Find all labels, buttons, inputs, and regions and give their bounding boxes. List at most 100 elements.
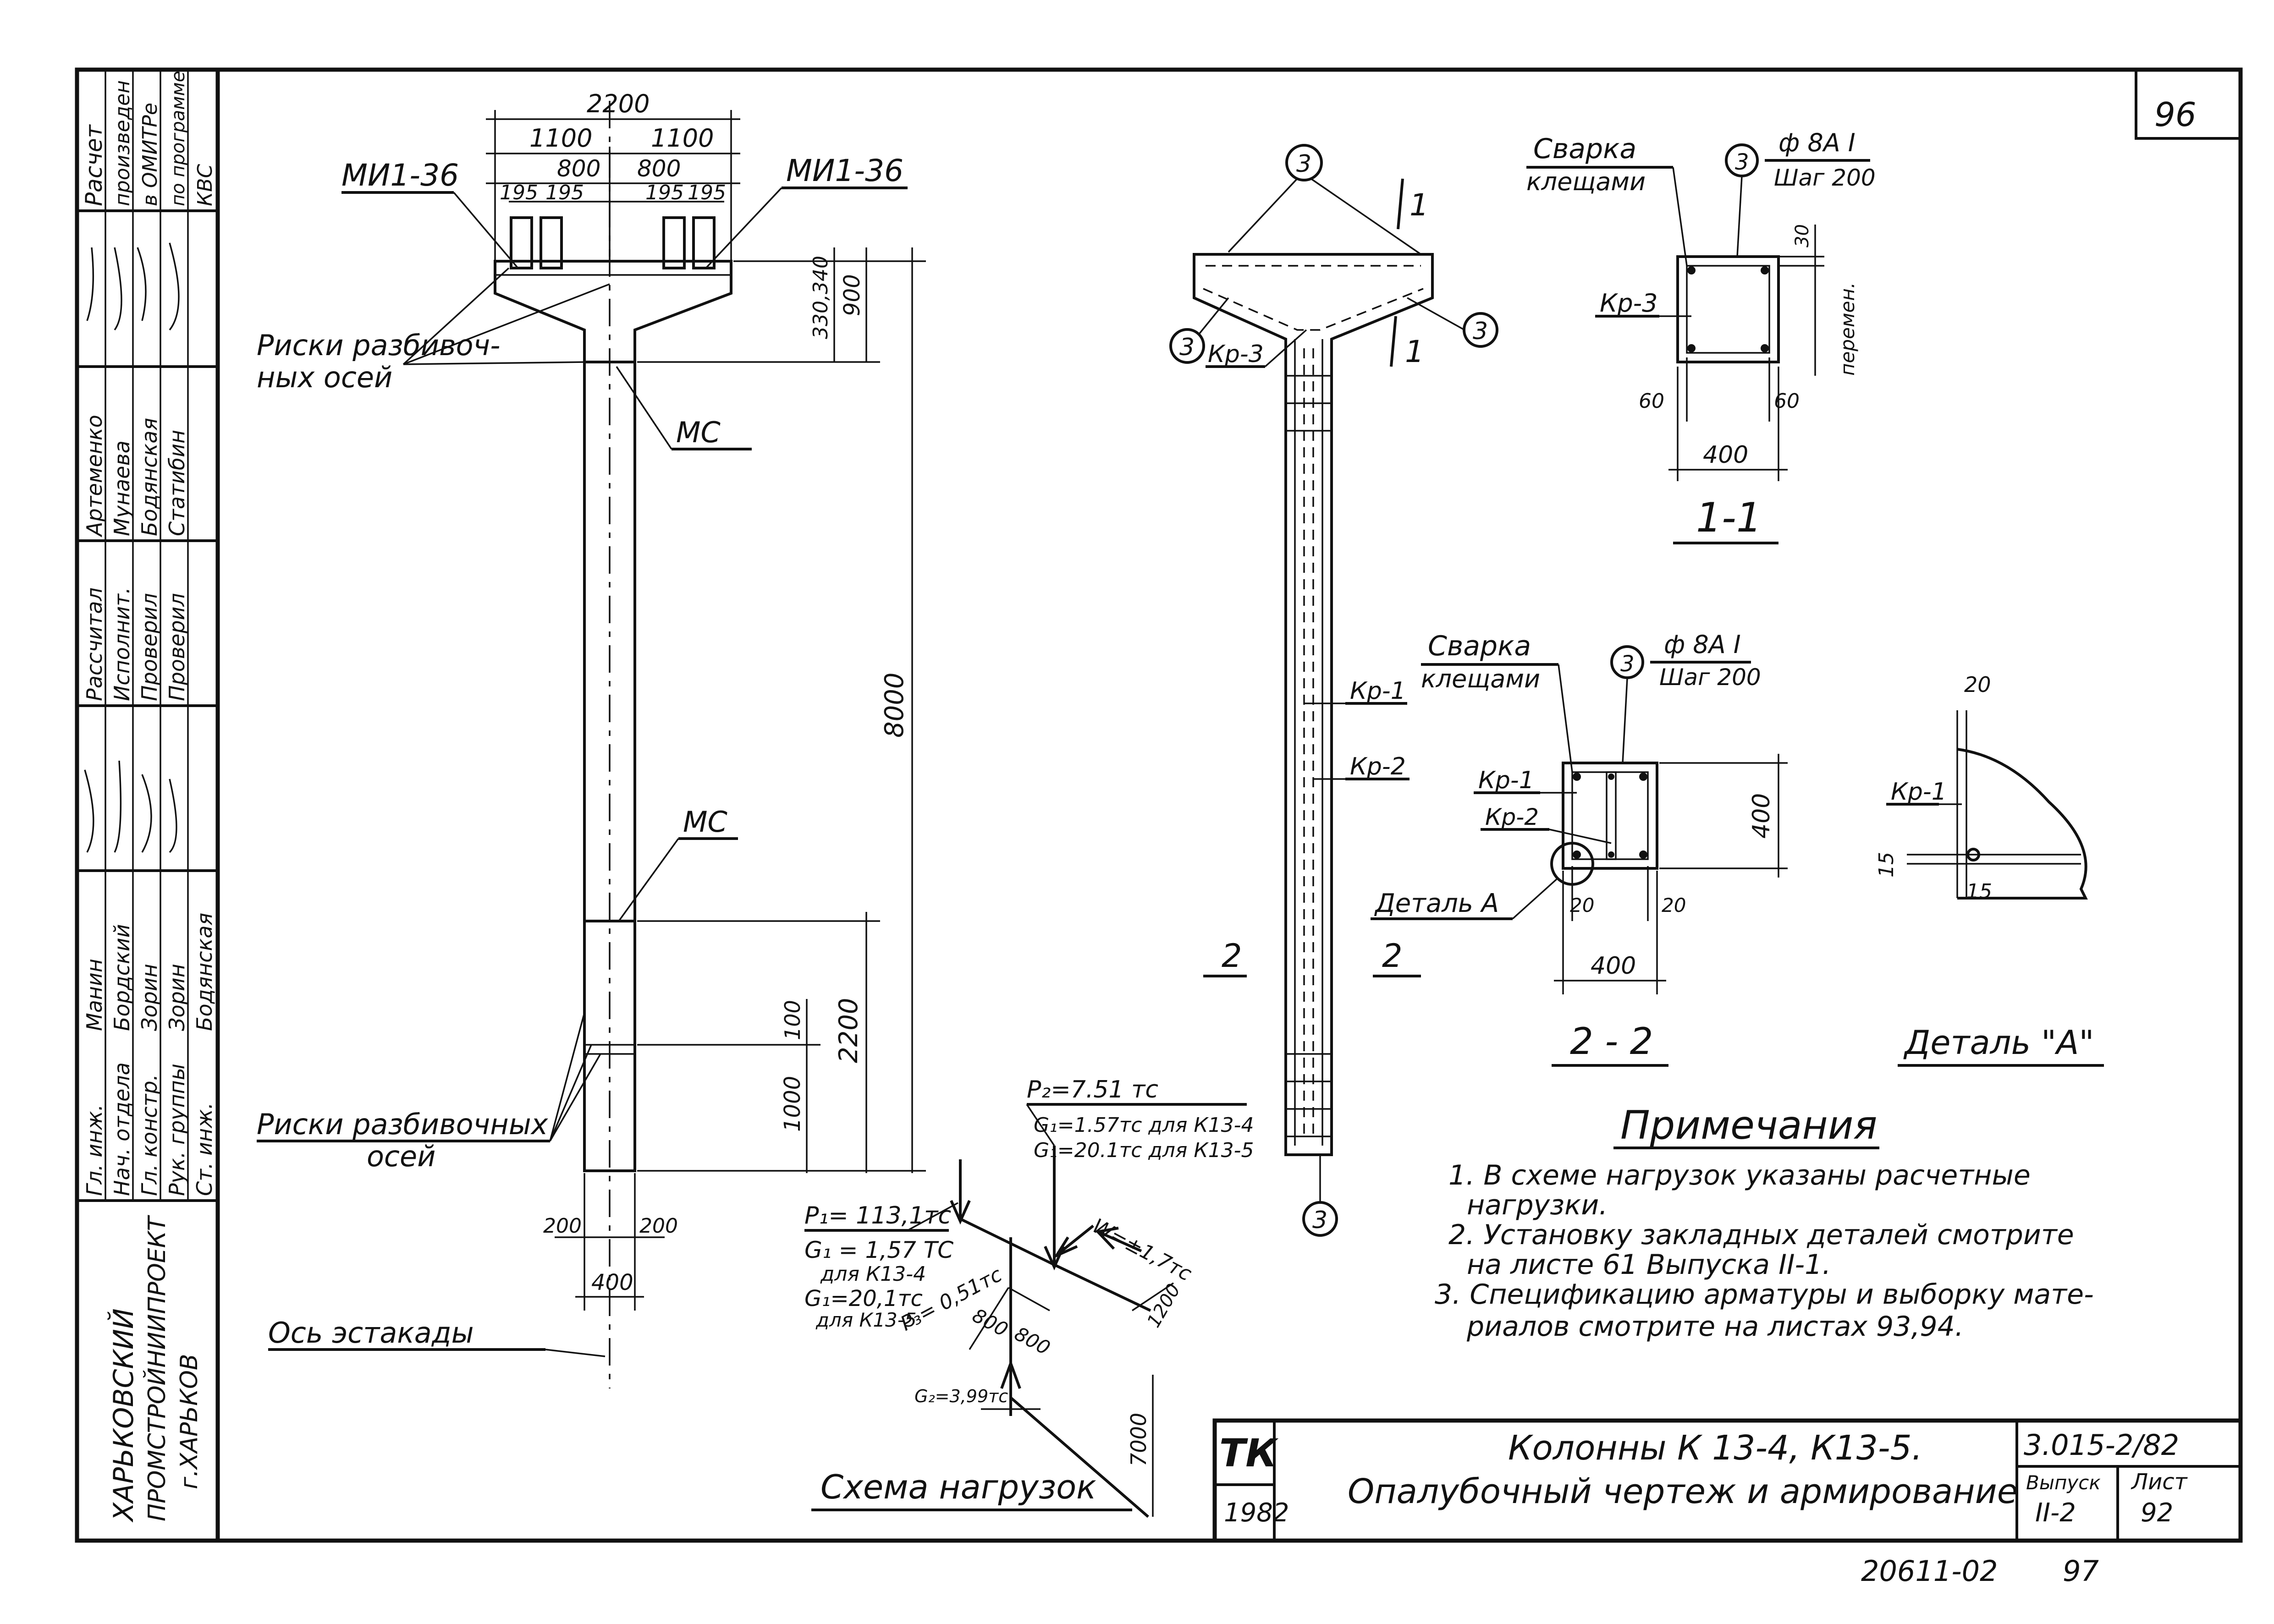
label-risks-top-1: Риски разбивоч- xyxy=(257,329,501,362)
s11-bar: ф 8А I xyxy=(1778,128,1856,157)
left-strip: Расчет произведен в ОМИТРе по программе … xyxy=(77,70,218,1523)
s22-weld-2: клещами xyxy=(1421,664,1540,693)
outer-frame xyxy=(75,67,2243,1543)
note-line-1: 1. В схеме нагрузок указаны расчетные xyxy=(1448,1159,2031,1191)
label-risks-top-2: ных осей xyxy=(257,361,392,394)
dim-8000: 8000 xyxy=(880,672,909,738)
detail-title: Деталь "А" xyxy=(1903,1023,2094,1062)
load-g1b: G₁=20,1тс xyxy=(804,1286,923,1311)
s22-detail: Деталь А xyxy=(1374,889,1499,918)
strip-name-4: Зорин xyxy=(165,964,189,1031)
strip-role-1: Гл. инж. xyxy=(82,1104,107,1196)
bottom-code: 20611-02 xyxy=(1861,1554,1998,1588)
section-1-1: Сварка клещами 3 ф 8А I Шаг 200 Кр-3 30 … xyxy=(1526,128,1876,544)
tb-year: 1982 xyxy=(1224,1498,1289,1528)
section-mark-1-top: 1 xyxy=(1410,187,1429,223)
strip-role-5: Ст. инж. xyxy=(192,1103,217,1196)
strip-name-5: Бодянская xyxy=(192,913,217,1031)
strip-name-3: Зорин xyxy=(137,964,162,1031)
note-line-4: на листе 61 Выпуска II-1. xyxy=(1467,1249,1831,1281)
rebar-kp1: Кр-1 xyxy=(1350,677,1406,705)
dim-1100-left: 1100 xyxy=(529,124,592,153)
strip-note-1: Расчет xyxy=(81,124,107,206)
strip-role-4: Рук. группы xyxy=(165,1064,189,1196)
strip-role-b-1: Рассчитал xyxy=(82,587,107,701)
tb-issue: II-2 xyxy=(2035,1498,2076,1528)
note-line-2: нагрузки. xyxy=(1467,1189,1608,1221)
s11-weld-1: Сварка xyxy=(1533,133,1636,165)
dim-200-left: 200 xyxy=(543,1214,582,1238)
detail-a: 20 Кр-1 15 15 Деталь "А" xyxy=(1875,672,2104,1067)
column-elevation: 2200 1100 1100 800 800 195 195 195 195 М… xyxy=(257,89,926,1388)
load-dim-800-a: 800 xyxy=(969,1304,1012,1341)
load-g1a-for: для К13-4 xyxy=(820,1262,926,1286)
strip-role-b-3: Проверил xyxy=(137,593,162,701)
sheet-number-box xyxy=(2135,68,2242,140)
detail-dim-15-right: 15 xyxy=(1966,880,1992,903)
dim-195-4: 195 xyxy=(688,181,726,204)
label-axis: Ось эстакады xyxy=(268,1316,474,1350)
tb-sheet-label: Лист xyxy=(2131,1469,2188,1495)
tb-tk: ТК xyxy=(1219,1431,1279,1476)
tb-issue-label: Выпуск xyxy=(2026,1471,2101,1494)
s11-dim-400: 400 xyxy=(1703,441,1748,469)
dim-195-2: 195 xyxy=(545,181,584,204)
s22-dim-400-h: 400 xyxy=(1591,952,1636,980)
rebar-mark-top: 3 xyxy=(1296,150,1311,178)
strip-name-b-1: Артеменко xyxy=(82,415,107,538)
notes: Примечания 1. В схеме нагрузок указаны р… xyxy=(1435,1103,2094,1343)
strip-name-1: Манин xyxy=(82,959,107,1031)
section-mark-1-bottom: 1 xyxy=(1405,334,1424,369)
load-g2: G₂=3,99тс xyxy=(914,1386,1008,1406)
strip-name-b-4: Статибин xyxy=(165,430,189,536)
s22-dim-20-right: 20 xyxy=(1662,894,1686,916)
detail-dim-20: 20 xyxy=(1964,672,1991,697)
s22-dim-400-v: 400 xyxy=(1748,793,1775,839)
dim-195-3: 195 xyxy=(645,181,684,204)
dim-195-1: 195 xyxy=(500,181,538,204)
title-block: ТК 1982 Колонны К 13-4, К13-5. Опалубочн… xyxy=(1212,1418,2243,1543)
load-g1-k13-5: G₁=20.1тс для К13-5 xyxy=(1034,1139,1254,1162)
label-mc-mid: МС xyxy=(683,805,727,839)
sheet-number: 96 xyxy=(2154,95,2197,134)
tb-sheet: 92 xyxy=(2141,1498,2173,1528)
section-mark-2-right: 2 xyxy=(1382,937,1403,975)
s22-title: 2 - 2 xyxy=(1570,1020,1653,1063)
s22-dim-20-left: 20 xyxy=(1570,894,1594,916)
tb-code: 3.015-2/82 xyxy=(2024,1428,2179,1462)
strip-name-b-3: Бодянская xyxy=(137,418,162,536)
label-risks-bottom-2: осей xyxy=(367,1140,435,1173)
label-mi-left: МИ1-36 xyxy=(341,158,459,193)
s22-mark: 3 xyxy=(1620,651,1635,677)
strip-role-3: Гл. констр. xyxy=(137,1074,162,1196)
dim-2200: 2200 xyxy=(587,89,650,118)
org-name-1: ХАРЬКОВСКИЙ xyxy=(107,1308,140,1523)
notes-heading: Примечания xyxy=(1620,1103,1877,1148)
dim-400-bottom: 400 xyxy=(591,1270,633,1295)
load-p1: P₁= 113,1тс xyxy=(804,1202,951,1229)
detail-kp1: Кр-1 xyxy=(1891,778,1947,806)
s22-kp1: Кр-1 xyxy=(1478,767,1534,794)
s11-variable: перемен. xyxy=(1836,282,1859,376)
load-g1-k13-4: G₁=1.57тс для К13-4 xyxy=(1034,1114,1254,1137)
strip-role-b-4: Проверил xyxy=(165,593,189,701)
load-dim-1200: 1200 xyxy=(1143,1280,1185,1331)
strip-role-b-2: Исполнит. xyxy=(110,587,134,701)
rebar-mark-left: 3 xyxy=(1179,334,1195,361)
label-risks-bottom-1: Риски разбивочных xyxy=(257,1108,549,1141)
dim-1100-right: 1100 xyxy=(651,124,714,153)
bottom-page: 97 xyxy=(2063,1554,2099,1588)
s22-weld-1: Сварка xyxy=(1428,630,1531,662)
dim-2200-vert: 2200 xyxy=(834,998,864,1063)
note-line-5: 3. Спецификацию арматуры и выборку мате- xyxy=(1435,1278,2094,1311)
detail-dim-15-left: 15 xyxy=(1875,852,1898,878)
tb-title-2: Опалубочный чертеж и армирование xyxy=(1348,1472,2018,1511)
dim-900: 900 xyxy=(839,274,865,316)
dim-800-left: 800 xyxy=(557,155,600,182)
s11-title: 1-1 xyxy=(1696,494,1762,541)
strip-note-3: в ОМИТРе xyxy=(138,103,162,206)
section-mark-2-left: 2 xyxy=(1222,937,1242,975)
note-line-6: риалов смотрите на листах 93,94. xyxy=(1466,1311,1964,1343)
s22-bar: ф 8А I xyxy=(1664,630,1741,659)
